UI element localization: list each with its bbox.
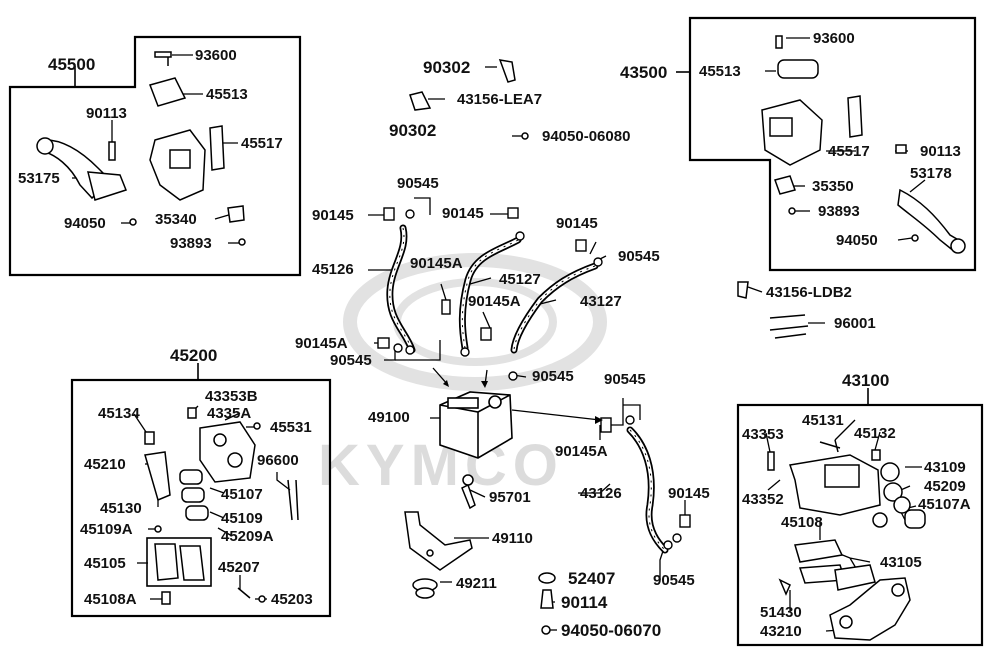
part-label: 90145 [556,215,598,232]
part-label: 52407 [568,569,616,588]
part-label: 53175 [18,170,60,187]
part-label: 95701 [489,489,531,506]
part-label: 49100 [368,409,410,426]
part-label: 90145A [468,293,521,310]
part-label: 90114 [561,593,608,612]
part-label: 90302 [423,58,471,77]
part-label: 94050 [64,215,106,232]
part-label: 43353B [205,388,258,405]
part-label: 45209A [221,528,274,545]
part-label: 53178 [910,165,952,182]
part-label: 45513 [206,86,248,103]
part-label: 94050-06080 [542,128,631,145]
part-label: 45107A [918,496,971,513]
part-label: 45108 [781,514,823,531]
part-label: 90145 [442,205,484,222]
part-label: 94050-06070 [561,621,662,640]
part-label: 45130 [100,500,142,517]
part-label: 90545 [653,572,695,589]
part-label: 45108A [84,591,137,608]
part-label: 90545 [397,175,439,192]
pad-subbox [146,537,212,587]
part-label: 43105 [880,554,922,571]
part-label: 94050 [836,232,878,249]
part-label: 35340 [155,211,197,228]
part-label: 93893 [170,235,212,252]
part-label: 90545 [618,248,660,265]
part-label: 43353 [742,426,784,443]
part-label: 43352 [742,491,784,508]
group-label-rear-master: 43500 [620,63,668,82]
kymco-watermark-text: KYMCO [318,433,564,498]
front-caliper-box [70,378,332,618]
part-label: 96001 [834,315,876,332]
part-label: 43127 [580,293,622,310]
group-label-rear-caliper: 43100 [842,371,890,390]
part-label: 90545 [330,352,372,369]
part-label: 90145A [410,255,463,272]
part-label: 45107 [221,486,263,503]
group-label-front-master: 45500 [48,55,96,74]
part-label: 90545 [532,368,574,385]
abs-unit-49100 [439,391,513,459]
part-label: 45109 [221,510,263,527]
part-label: 4335A [207,405,252,422]
part-label: 43109 [924,459,966,476]
rear-caliper-box [736,403,984,647]
part-label: 45209 [924,478,966,495]
part-label: 45132 [854,425,896,442]
part-label: 45517 [828,143,870,160]
part-label: 43156-LEA7 [457,91,543,108]
part-label: 93600 [813,30,855,47]
part-label: 51430 [760,604,802,621]
part-label: 90145 [312,207,354,224]
part-label: 90302 [389,121,437,140]
part-label: 43210 [760,623,802,640]
rear-master-box [688,16,977,272]
part-label: 43126 [580,485,622,502]
part-label: 45105 [84,555,126,572]
part-label: 45131 [802,412,844,429]
group-label-front-caliper: 45200 [170,346,218,365]
part-label: 90145 [668,485,710,502]
part-label: 90545 [604,371,646,388]
part-label: 45517 [241,135,283,152]
part-label: 45207 [218,559,260,576]
part-label: 96600 [257,452,299,469]
part-label: 45203 [271,591,313,608]
front-master-box [8,35,302,277]
part-label: 45109A [80,521,133,538]
part-label: 93893 [818,203,860,220]
part-label: 90113 [920,143,961,160]
part-label: 93600 [195,47,237,64]
part-label: 90145A [555,443,608,460]
part-label: 45126 [312,261,354,278]
part-label: 43156-LDB2 [766,284,852,301]
part-label: 45210 [84,456,126,473]
part-label: 45127 [499,271,541,288]
part-label: 45531 [270,419,312,436]
part-label: 90113 [86,105,127,122]
part-label: 90145A [295,335,348,352]
part-label: 35350 [812,178,854,195]
part-label: 45134 [98,405,140,422]
hose-43126 [626,426,669,554]
part-label: 49110 [492,530,533,547]
part-label: 49211 [456,575,497,592]
part-label: 45513 [699,63,741,80]
